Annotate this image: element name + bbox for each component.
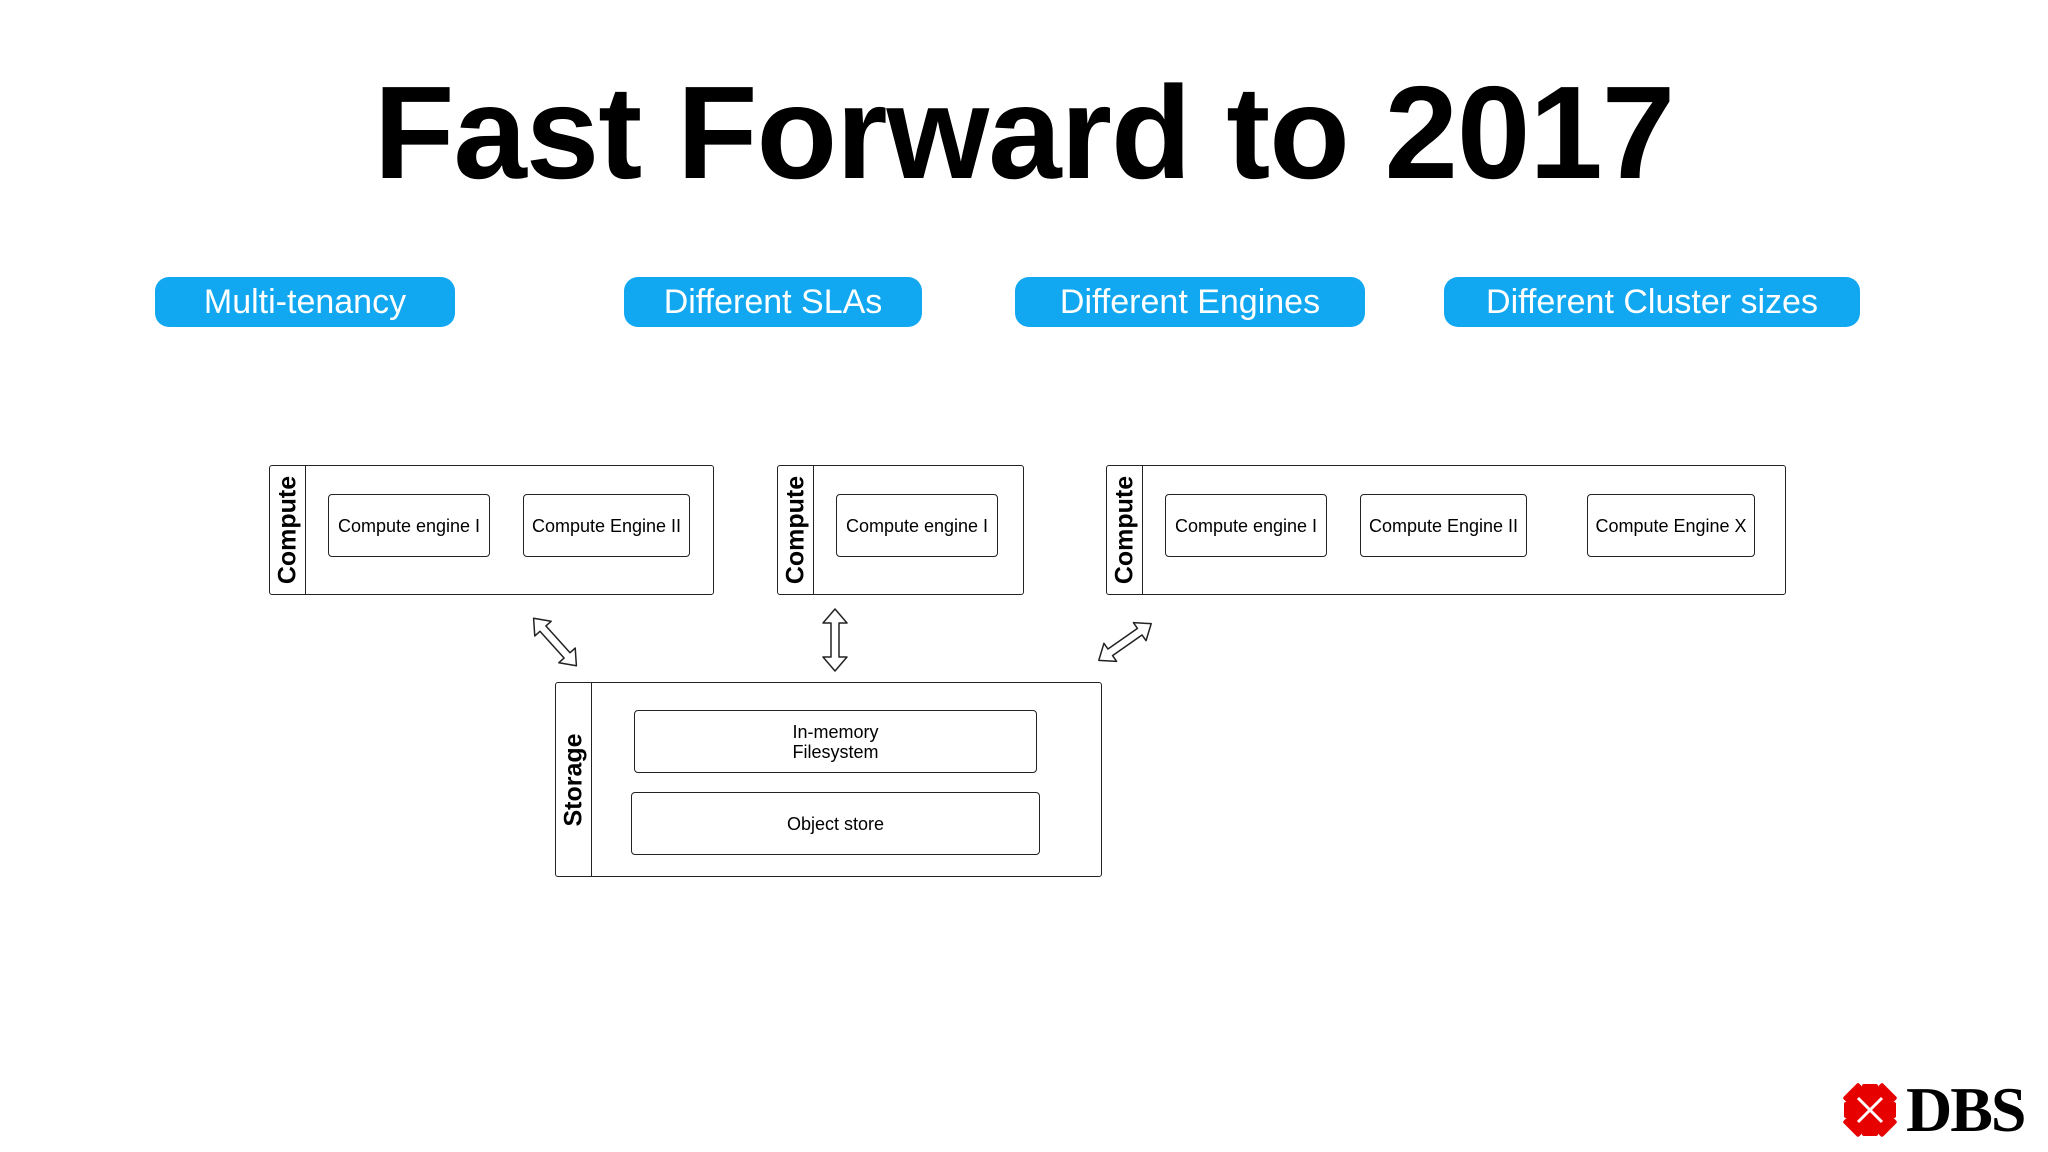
compute-cluster-3: Compute Compute engine I Compute Engine … (1106, 465, 1786, 595)
double-arrow-icon (1098, 621, 1152, 663)
compute-label: Compute (273, 475, 301, 585)
in-memory-filesystem-box: In-memory Filesystem (634, 710, 1037, 773)
double-arrow-icon (532, 617, 578, 667)
compute-label: Compute (781, 475, 809, 585)
dbs-logo: DBS (1840, 1074, 2040, 1145)
pill-multi-tenancy: Multi-tenancy (155, 277, 455, 327)
pill-different-engines: Different Engines (1015, 277, 1365, 327)
compute-engine-box: Compute engine I (1165, 494, 1327, 557)
compute-side-bar: Compute (270, 466, 306, 594)
compute-label: Compute (1110, 475, 1138, 585)
slide-title: Fast Forward to 2017 (373, 59, 1675, 206)
compute-engine-box: Compute Engine II (1360, 494, 1527, 557)
storage-panel: Storage In-memory Filesystem Object stor… (555, 682, 1102, 877)
storage-label: Storage (559, 732, 587, 827)
compute-engine-box: Compute engine I (836, 494, 998, 557)
dbs-star-icon (1843, 1083, 1897, 1137)
compute-engine-box: Compute Engine II (523, 494, 690, 557)
compute-side-bar: Compute (778, 466, 814, 594)
logo-text: DBS (1906, 1074, 2026, 1145)
object-store-box: Object store (631, 792, 1040, 855)
pill-different-cluster-sizes: Different Cluster sizes (1444, 277, 1860, 327)
compute-engine-box: Compute engine I (328, 494, 490, 557)
compute-engine-box: Compute Engine X (1587, 494, 1755, 557)
double-arrow-icon (822, 608, 848, 672)
pill-different-slas: Different SLAs (624, 277, 922, 327)
compute-cluster-2: Compute Compute engine I (777, 465, 1024, 595)
storage-side-bar: Storage (556, 683, 592, 876)
compute-side-bar: Compute (1107, 466, 1143, 594)
compute-cluster-1: Compute Compute engine I Compute Engine … (269, 465, 714, 595)
